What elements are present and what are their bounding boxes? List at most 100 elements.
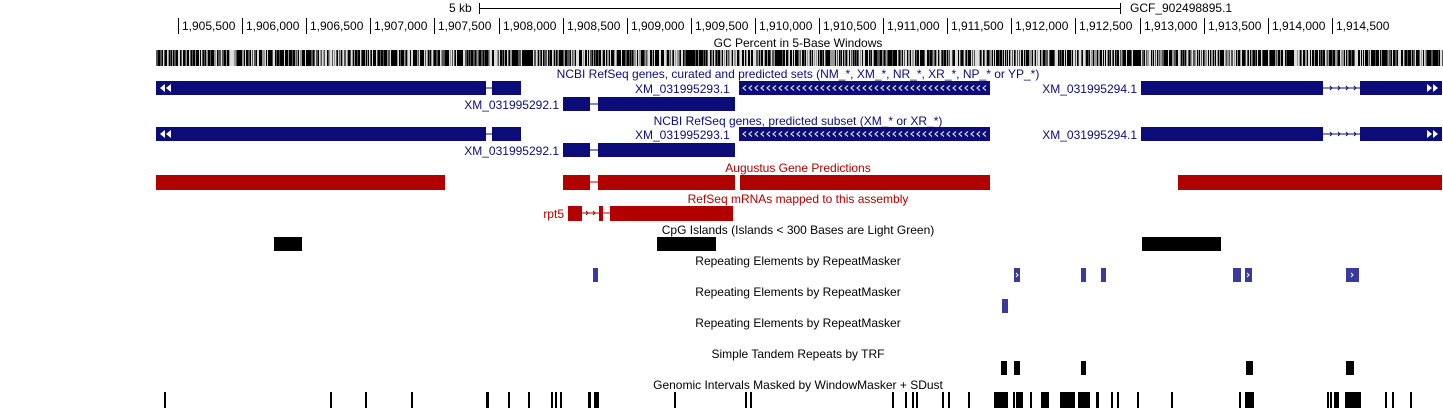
strand-chevron-icon [886,131,891,137]
exon-block [492,81,521,95]
mrna-block [610,206,733,221]
masked-interval [1385,392,1387,408]
strand-chevron-icon [820,131,825,137]
ruler-tick [627,18,628,34]
assembly-label: GCF_902498895.1 [1130,1,1233,15]
ruler-tick-label: 1,909,000 [631,19,685,33]
strand-chevron-icon [850,131,855,137]
refseq-all-features[interactable] [156,81,1442,111]
ruler-tick [434,18,435,34]
repeatmasker-2-features[interactable] [1002,299,1008,313]
track-title-repeatmasker-3: Repeating Elements by RepeatMasker [695,316,901,330]
gene-label-xm-031995292-1[interactable]: XM_031995292.1 [464,144,559,158]
strand-chevron-icon [808,131,813,137]
ruler-tick-label: 1,908,000 [503,19,557,33]
ruler-tick [1075,18,1076,34]
strand-chevron-icon [748,85,753,91]
masked-interval [1030,392,1032,408]
strand-chevron-icon [982,131,987,137]
strand-arrow-left-icon [160,84,165,92]
ruler-tick [1332,18,1333,34]
masked-interval [1345,392,1361,408]
exon-block [1360,81,1442,95]
ruler-tick-label: 1,909,500 [695,19,749,33]
gene-xm-031995294-1[interactable] [1141,81,1442,95]
strand-chevron-icon [814,131,819,137]
refseq-mrna-features[interactable] [568,206,733,221]
masked-interval [994,392,1008,408]
gene-xm-031995293-1[interactable] [563,127,990,157]
cpg-features[interactable] [274,237,1221,251]
ruler-tick-label: 1,911,500 [951,19,1004,33]
masked-interval [750,392,752,408]
masked-interval [164,392,166,408]
masked-interval [560,392,562,408]
ruler-tick [947,18,948,34]
strand-chevron-icon [748,131,753,137]
strand-chevron-icon [742,131,747,137]
masked-interval [551,392,553,408]
gene-xm-031995292-1[interactable] [156,127,521,141]
masked-interval [1016,392,1023,408]
gene-xm-031995293-1[interactable] [563,81,990,111]
masked-interval [330,392,332,408]
gene-label-xm-031995294-1[interactable]: XM_031995294.1 [1042,128,1137,142]
gene-label-rpt5[interactable]: rpt5 [543,207,564,221]
gene-xm-031995292-1[interactable] [156,81,521,95]
strand-chevron-icon [928,131,933,137]
augustus-block [598,175,735,190]
strand-chevron-icon [928,85,933,91]
windowmasker-features[interactable] [164,392,1412,408]
track-title-refseq-mrna: RefSeq mRNAs mapped to this assembly [687,192,909,206]
refseq-predicted-features[interactable] [156,127,1442,157]
strand-chevron-icon [976,131,981,137]
augustus-features[interactable] [156,175,1442,190]
gene-xm-031995294-1[interactable] [1141,127,1442,141]
repeatmasker-1-features[interactable] [593,268,1359,282]
gene-label-xm-031995292-1[interactable]: XM_031995292.1 [464,98,559,112]
masked-interval [486,392,489,408]
masked-interval [912,392,914,408]
exon-block [156,127,486,141]
strand-chevron-icon [964,131,969,137]
masked-interval [1078,392,1090,408]
ruler-tick-label: 1,914,000 [1272,19,1326,33]
cpg-island [274,237,302,251]
gene-label-xm-031995293-1[interactable]: XM_031995293.1 [635,82,730,96]
exon-block [1360,127,1442,141]
ruler-tick-label: 1,912,500 [1079,19,1133,33]
masked-interval [588,392,591,408]
masked-interval [1171,392,1173,408]
track-title-repeatmasker-2: Repeating Elements by RepeatMasker [695,285,901,299]
strand-chevron-icon [880,131,885,137]
gene-label-xm-031995294-1[interactable]: XM_031995294.1 [1042,82,1137,96]
strand-chevron-icon [976,85,981,91]
track-title-windowmasker: Genomic Intervals Masked by WindowMasker… [653,378,943,392]
strand-chevron-icon [832,85,837,91]
strand-chevron-icon [874,131,879,137]
strand-chevron-icon [796,131,801,137]
ruler-tick [691,18,692,34]
masked-interval [1137,392,1139,408]
trf-features[interactable] [1001,361,1354,375]
masked-interval [411,392,413,408]
strand-chevron-icon [838,131,843,137]
strand-chevron-icon [910,85,915,91]
masked-interval [892,392,894,408]
strand-chevron-icon [754,131,759,137]
masked-interval [1117,392,1119,408]
gene-label-xm-031995293-1[interactable]: XM_031995293.1 [635,128,730,142]
masked-interval [1330,392,1332,408]
masked-interval [555,392,557,408]
ruler-tick [1204,18,1205,34]
strand-chevron-icon [952,85,957,91]
ruler-tick [242,18,243,34]
ruler-tick [1140,18,1141,34]
strand-chevron-icon [856,85,861,91]
exon-block [563,143,590,157]
strand-chevron-icon [970,131,975,137]
exon-block [739,81,990,95]
strand-chevron-icon [814,85,819,91]
strand-chevron-icon [940,85,945,91]
